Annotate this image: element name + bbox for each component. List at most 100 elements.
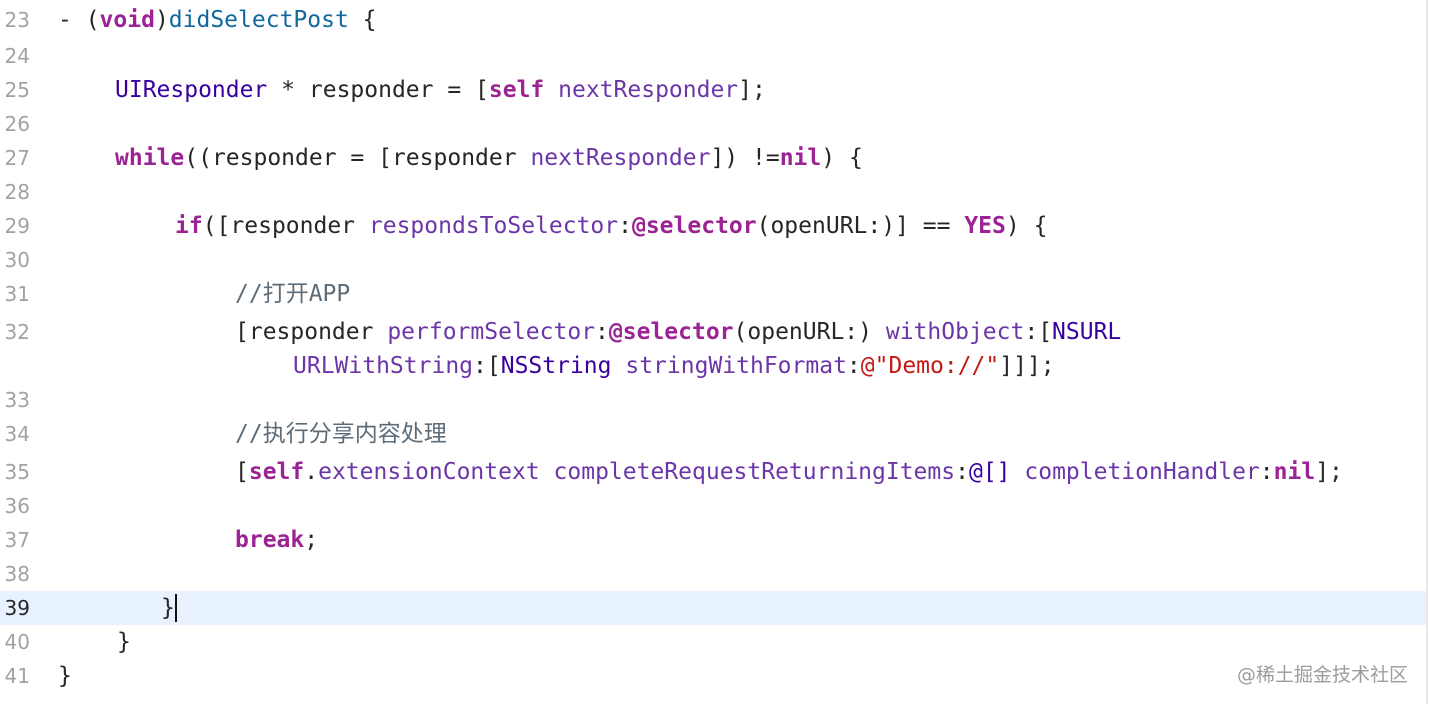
code-token [544,77,558,103]
code-line-row[interactable]: 31 //打开APP [0,277,1426,311]
code-token: stringWithFormat [625,353,847,379]
code-token: self [248,459,305,485]
line-number: 32 [4,320,30,344]
line-number: 28 [4,180,30,204]
code-line-row[interactable]: 29 if([responder respondsToSelector:@sele… [0,209,1426,243]
code-line-row[interactable]: 32 [responder performSelector:@selector(o… [0,315,1426,349]
code-token: nextResponder [558,77,739,103]
code-token [540,459,554,485]
line-number: 31 [4,282,30,306]
watermark: @稀土掘金技术社区 [1236,664,1408,686]
line-number: 23 [4,8,30,32]
code-line-row[interactable]: 36 [0,489,1426,523]
code-token: : [846,353,861,379]
code-line-row[interactable]: 24 [0,39,1426,73]
code-token: [responder [235,319,388,345]
code-token: ) { [1005,213,1048,239]
line-number: 41 [4,664,30,688]
line-number: 27 [4,146,30,170]
code-token: nextResponder [530,145,711,171]
code-line-row[interactable]: 33 [0,383,1426,417]
code-line-row[interactable]: URLWithString:[NSString stringWithFormat… [0,349,1426,383]
line-number: 26 [4,112,30,136]
line-number: 40 [4,630,30,654]
code-text: //打开APP [235,280,350,308]
code-text: } [117,628,131,656]
line-number: 29 [4,214,30,238]
code-line-row[interactable]: 23 - (void)didSelectPost { [0,3,1426,37]
line-number: 35 [4,460,30,484]
code-line-row[interactable]: 26 [0,107,1426,141]
line-number: 34 [4,422,30,446]
code-token: @selector [608,319,734,345]
code-text: - (void)didSelectPost { [58,6,377,34]
code-line-row[interactable]: 34 //执行分享内容处理 [0,417,1426,451]
code-token: ]; [738,77,766,103]
code-token: (openURL:) [733,319,886,345]
code-token: performSelector [387,319,596,345]
code-token: ]) != [710,145,780,171]
code-token: nil [1273,459,1316,485]
code-token: NSURL [1052,319,1122,345]
code-token: : [595,319,609,345]
code-token: (openURL:)] == [756,213,965,239]
code-text: } [58,662,72,690]
code-token: ) [154,7,169,33]
code-token: void [99,7,155,33]
code-line-row[interactable]: 28 [0,175,1426,209]
line-number: 37 [4,528,30,552]
code-token [1011,459,1025,485]
code-token: //打开APP [235,281,351,307]
code-token: } [161,595,175,621]
code-line-row[interactable]: 35 [self.extensionContext completeRequest… [0,455,1426,489]
line-number: 38 [4,562,30,586]
code-token: extensionContext [318,459,540,485]
code-text: URLWithString:[NSString stringWithFormat… [293,352,1055,380]
code-token [612,353,626,379]
code-token: ([responder [202,213,369,239]
code-token: UIResponder [115,77,268,103]
code-token: URLWithString [293,353,474,379]
code-token: ]; [1315,459,1343,485]
code-token: @selector [631,213,757,239]
code-line-row[interactable]: 38 [0,557,1426,591]
code-token: : [618,213,632,239]
line-number: 30 [4,248,30,272]
code-line-row[interactable]: 41} [0,659,1426,693]
code-token: @[] [968,459,1011,485]
code-token: : [1259,459,1274,485]
code-token: : [955,459,969,485]
code-token: } [117,629,131,655]
code-token: :[ [1024,319,1053,345]
code-token: . [304,459,319,485]
code-token: if [175,213,203,239]
code-token: nil [779,145,822,171]
code-token: didSelectPost [168,7,349,33]
code-token: while [115,145,185,171]
code-token: YES [964,213,1006,239]
code-token: //执行分享内容处理 [235,421,447,447]
code-token: completeRequestReturningItems [553,459,956,485]
code-token: withObject [885,319,1025,345]
code-line-row[interactable]: 27 while((responder = [responder nextResp… [0,141,1426,175]
code-token: NSString [500,353,612,379]
code-token: - ( [58,7,100,33]
code-token: respondsToSelector [368,213,619,239]
code-text: [self.extensionContext completeRequestRe… [235,458,1343,486]
code-text: UIResponder * responder = [self nextResp… [115,76,766,104]
code-text: //执行分享内容处理 [235,420,447,448]
code-line-row[interactable]: 30 [0,243,1426,277]
code-line-row[interactable]: 39} [0,591,1426,625]
code-line-row[interactable]: 40} [0,625,1426,659]
code-token: :[ [473,353,501,379]
code-token: ) { [821,145,863,171]
code-token: ; [304,527,319,553]
code-token: completionHandler [1024,459,1260,485]
line-number: 33 [4,388,30,412]
code-text: [responder performSelector:@selector(ope… [235,318,1121,346]
code-token: ((responder = [responder [184,145,531,171]
code-token: } [58,663,72,689]
